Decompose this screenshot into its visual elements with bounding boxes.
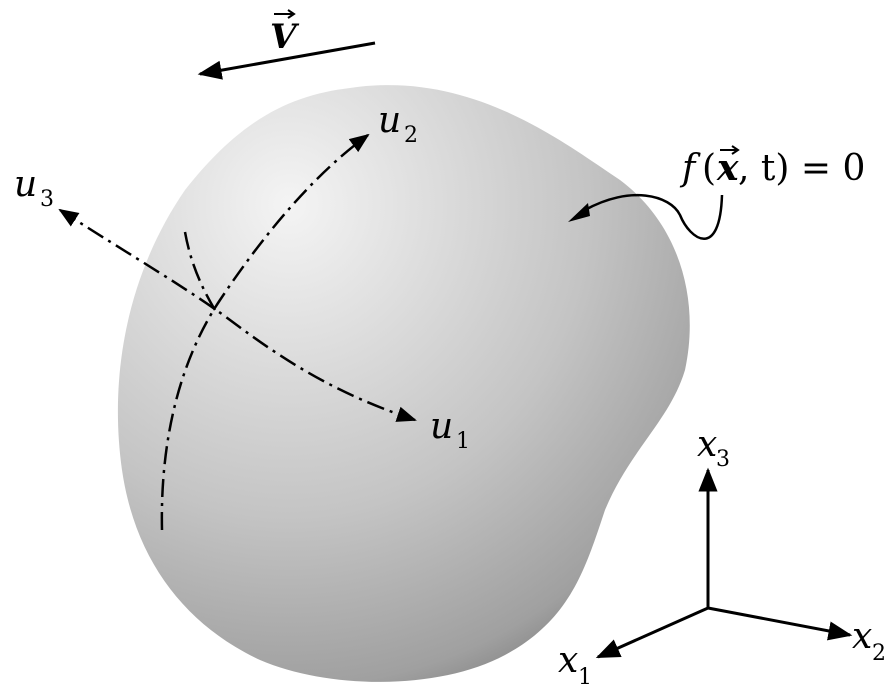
svg-text:x: x — [716, 147, 739, 189]
x3-label: x 3 — [697, 424, 730, 472]
svg-text:x: x — [852, 616, 872, 657]
svg-text:x: x — [697, 424, 717, 465]
velocity-arrow — [197, 41, 376, 80]
svg-text:3: 3 — [716, 447, 730, 472]
surface-equation: f ( x , t) = 0 — [679, 147, 865, 189]
svg-text:, t) = 0: , t) = 0 — [738, 148, 865, 189]
svg-text:f: f — [679, 148, 701, 189]
velocity-label: V — [270, 17, 300, 57]
svg-text:u: u — [378, 100, 401, 141]
surface-pointer-head — [568, 203, 590, 222]
svg-text:(: ( — [702, 148, 716, 189]
svg-text:u: u — [14, 164, 37, 205]
svg-text:1: 1 — [456, 429, 470, 454]
body-surface — [117, 85, 690, 682]
svg-text:x: x — [558, 640, 578, 681]
svg-text:1: 1 — [578, 665, 592, 690]
u1-coordinate-curve — [58, 208, 417, 422]
velocity-vector-accent — [274, 9, 296, 19]
svg-text:2: 2 — [404, 123, 418, 148]
u1-label: u 1 — [430, 406, 470, 454]
surface-x-vector-accent — [720, 145, 740, 155]
u2-coordinate-curve — [160, 133, 370, 531]
svg-text:3: 3 — [40, 187, 54, 212]
svg-text:2: 2 — [872, 641, 886, 666]
svg-text:u: u — [430, 406, 453, 447]
u2-label: u 2 — [378, 100, 418, 148]
u3-label: u 3 — [14, 164, 54, 212]
x2-axis — [707, 606, 853, 641]
x1-label: x 1 — [558, 640, 592, 690]
x1-axis — [595, 606, 709, 659]
surface-pointer-line — [584, 194, 724, 240]
u3-short-curve — [183, 231, 217, 311]
x2-label: x 2 — [852, 616, 886, 666]
